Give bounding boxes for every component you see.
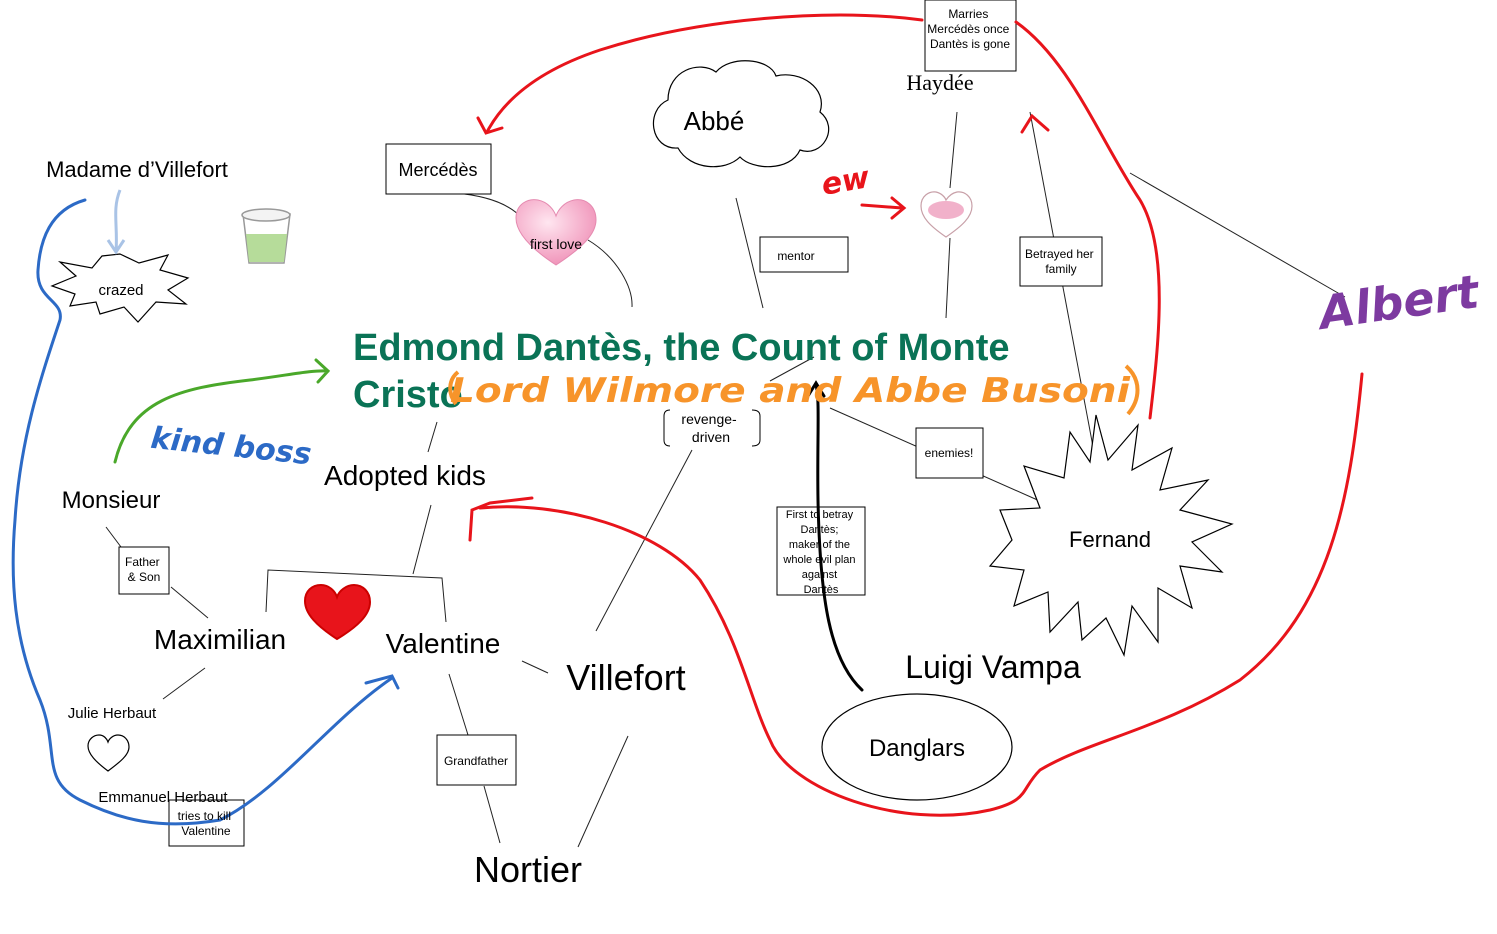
first-love-label: first love <box>530 236 582 252</box>
red-heart-icon <box>303 583 372 641</box>
red-arc-bottom <box>478 372 1364 817</box>
fatherson-box <box>118 546 170 595</box>
line-grand-nortier <box>483 785 501 844</box>
red-mark-fernand <box>1020 113 1050 134</box>
blue-long-curve <box>11 198 394 826</box>
fernand-burst <box>988 414 1234 657</box>
boxes <box>118 0 1103 847</box>
marries-label: Marries Mercédès once Dantès is gone <box>927 7 1012 51</box>
line-fatherson <box>105 526 122 548</box>
maximilian-label: Maximilian <box>154 624 286 655</box>
red-arrowhead-bottom <box>468 496 534 542</box>
danglars-label: Danglars <box>869 735 965 762</box>
betrayed-box <box>1019 236 1103 287</box>
mercedes-box <box>385 143 492 195</box>
line-adopted-bracket <box>412 504 432 575</box>
line-valentine-villefort <box>521 660 549 674</box>
line-mercedes-firstlove <box>454 192 523 219</box>
kind-boss-annotation: kind boss <box>149 421 313 473</box>
nortier-label: Nortier <box>474 849 582 890</box>
line-albert <box>1129 172 1346 298</box>
line-fatherson-max <box>170 586 209 619</box>
enemies-box <box>915 427 984 479</box>
crazed-burst <box>50 253 190 323</box>
julie-heart-icon <box>87 734 130 772</box>
poison-glass-icon <box>241 208 291 264</box>
line-max-julie <box>162 667 206 700</box>
first-betray-label: First to betray Dantès; maker of the who… <box>782 509 858 596</box>
line-edmond-adopted <box>427 421 438 453</box>
ew-arrow <box>860 196 907 220</box>
betrayed-label: Betrayed her family <box>1025 247 1097 276</box>
enemies-label: enemies! <box>925 446 974 460</box>
first-love-heart-icon <box>515 199 597 266</box>
line-revenge-1 <box>769 356 815 382</box>
grandfather-box <box>436 734 517 786</box>
monsieur-label: Monsieur <box>62 487 161 514</box>
crazed-label: crazed <box>98 282 143 299</box>
haydee-heart-scribble <box>928 201 964 219</box>
line-heart-haydee <box>949 111 958 189</box>
alias-paren-close <box>1124 364 1140 416</box>
villefort-label: Villefort <box>566 657 685 698</box>
alias-paren-open <box>448 370 460 406</box>
revenge-label: revenge- driven <box>681 411 740 445</box>
line-villefort-nortier <box>577 735 629 848</box>
black-arrow <box>806 380 864 692</box>
valentine-label: Valentine <box>386 628 501 659</box>
light-blue-arrow <box>106 189 126 255</box>
mercedes-label: Mercédès <box>398 160 477 180</box>
haydee-label: Haydée <box>906 70 973 95</box>
alias-text: Lord Wilmore and Abbe Busoni <box>450 371 1132 411</box>
adopted-kids-label: Adopted kids <box>324 460 486 491</box>
red-arrowhead-top <box>476 116 504 135</box>
title-line-2: Cristo <box>353 374 463 416</box>
abbe-cloud <box>652 60 830 168</box>
fernand-label: Fernand <box>1069 527 1151 552</box>
blue-arrowhead <box>364 674 400 690</box>
mentor-label: mentor <box>777 249 814 263</box>
bracket-kids <box>265 569 447 623</box>
danglars-ellipse <box>821 693 1013 801</box>
grandfather-label: Grandfather <box>444 754 508 768</box>
emmanuel-label: Emmanuel Herbaut <box>98 789 228 806</box>
green-arrow <box>113 358 331 464</box>
ew-annotation: ew <box>819 160 873 203</box>
red-arc-top <box>485 13 924 134</box>
julie-label: Julie Herbaut <box>68 705 157 722</box>
line-villefort-edmond <box>595 449 693 632</box>
line-firstlove-edmond <box>587 239 633 308</box>
red-arc-right <box>1014 20 1161 420</box>
line-edmond-heart <box>945 237 951 319</box>
red-curves <box>468 13 1364 817</box>
revenge-brace <box>663 409 761 447</box>
madame-villefort-label: Madame d’Villefort <box>46 157 228 182</box>
tries-kill-label: tries to kill Valentine <box>178 809 235 838</box>
marries-box <box>924 0 1017 72</box>
blue-curves <box>11 198 400 826</box>
line-valentine-grand <box>448 673 469 736</box>
title-line-1: Edmond Dantès, the Count of Monte <box>353 327 1010 369</box>
line-edmond-abbe <box>735 197 764 309</box>
luigi-vampa-label: Luigi Vampa <box>905 649 1081 685</box>
abbe-label: Abbé <box>684 106 745 136</box>
albert-label: Albert <box>1313 264 1484 340</box>
mentor-box <box>759 236 849 273</box>
fatherson-label: Father & Son <box>125 555 163 584</box>
